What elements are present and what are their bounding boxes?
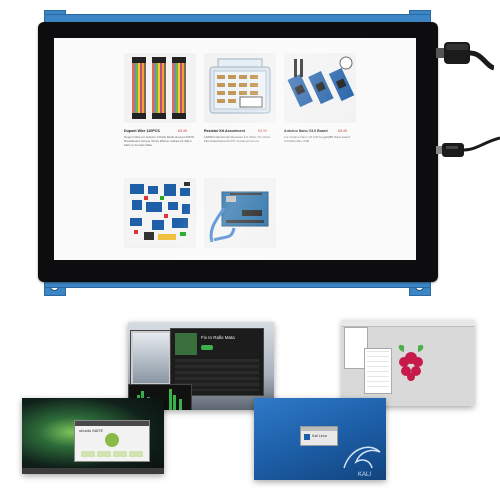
- product-image[interactable]: [284, 53, 356, 123]
- shop-webpage[interactable]: Dupont Wire 120PCS £5.49 Dupont Wire for…: [54, 38, 416, 260]
- starter-kit-image: [126, 180, 194, 246]
- dialog-window[interactable]: Kali Linux: [300, 426, 338, 446]
- product-image[interactable]: [204, 53, 276, 123]
- album-art: [175, 333, 197, 355]
- uno-board-image: [209, 191, 269, 243]
- menu-rows: [367, 351, 389, 391]
- image-viewer-window[interactable]: [130, 330, 172, 390]
- jumper-wires-image: [132, 57, 186, 119]
- ubuntu-mate-logo: [105, 433, 119, 447]
- product-price: £5.49: [178, 129, 187, 133]
- raspberry-pi-logo: [398, 344, 424, 381]
- product-price: £8.99: [258, 129, 267, 133]
- product-image[interactable]: [124, 53, 196, 123]
- dialog-titlebar: [301, 427, 337, 431]
- bottom-panel: [22, 468, 164, 474]
- album-title: Fix In Rallo Mata: [201, 335, 235, 340]
- submenu[interactable]: [364, 348, 392, 394]
- product-title[interactable]: Resistor Kit Assortment: [204, 129, 246, 133]
- raspbian-desktop-thumbnail[interactable]: [342, 320, 474, 406]
- product-image[interactable]: [204, 178, 276, 248]
- welcome-buttons[interactable]: [81, 451, 143, 457]
- product-title[interactable]: Dupont Wire 120PCS: [124, 129, 160, 133]
- product-image[interactable]: [124, 178, 196, 248]
- welcome-window[interactable]: ubuntu MATE: [74, 420, 150, 462]
- ubuntu-mate-desktop-thumbnail[interactable]: ubuntu MATE: [22, 398, 164, 474]
- kali-dragon-icon: KALI: [343, 446, 381, 478]
- media-player-desktop-thumbnail[interactable]: Fix In Rallo Mata: [128, 322, 274, 410]
- taskbar: [342, 320, 474, 327]
- product-title[interactable]: Arduino Nano V3.0 Board: [284, 129, 328, 133]
- product-description: 1280Pcs Electronic Resistors 1/4 Watts 1…: [204, 135, 270, 143]
- dialog-icon: [304, 434, 310, 440]
- dialog-title: Kali Linux: [312, 434, 328, 438]
- svg-text:KALI: KALI: [358, 472, 371, 478]
- product-price: £8.49: [338, 129, 347, 133]
- nano-boards-image: [287, 56, 355, 108]
- product-description: Dupont Wire for Arduino 3 Pack Multicolo…: [124, 135, 194, 147]
- audio-meter-window[interactable]: [128, 384, 192, 410]
- kali-linux-desktop-thumbnail[interactable]: Kali Linux KALI: [254, 398, 386, 480]
- usb-cable-icon: [436, 136, 500, 157]
- play-button[interactable]: [201, 345, 213, 350]
- resistor-kit-image: [209, 58, 271, 114]
- welcome-title: ubuntu MATE: [79, 428, 104, 433]
- hdmi-cable-icon: [436, 42, 494, 71]
- sky-photo: [133, 333, 169, 383]
- window-titlebar: [75, 421, 149, 426]
- product-description: For Arduino Nano V3.0 ATmega328P Nano bo…: [284, 135, 350, 143]
